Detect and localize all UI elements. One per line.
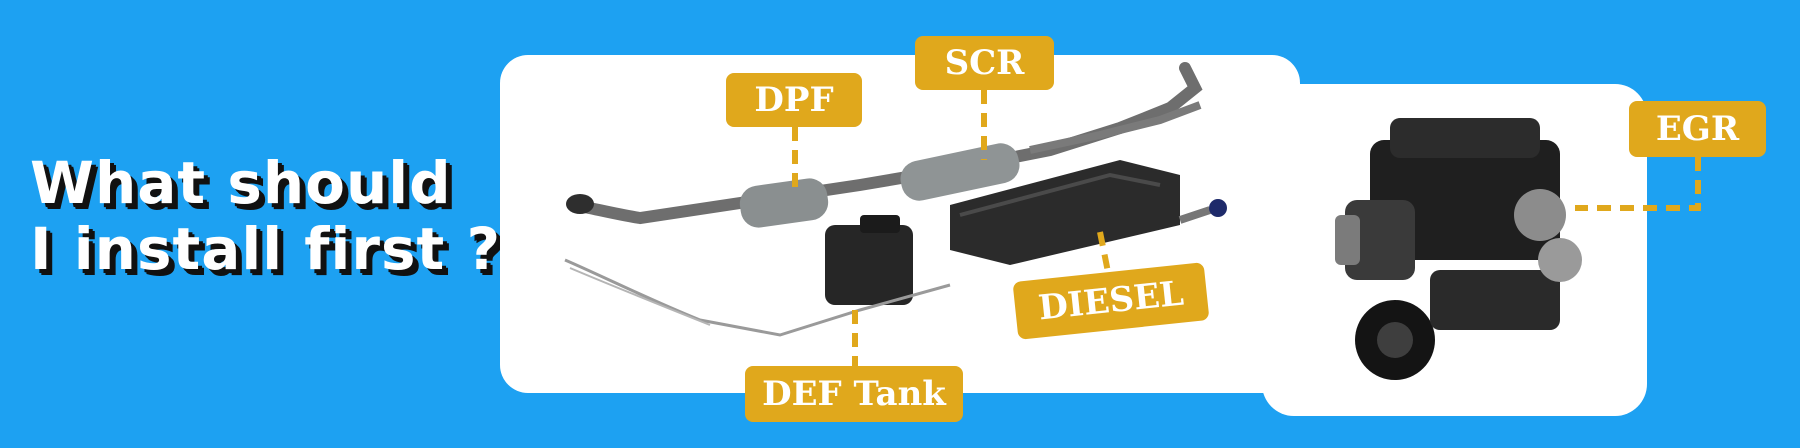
headline: What should I install first ? bbox=[30, 149, 502, 283]
diesel-connector bbox=[1097, 231, 1111, 273]
scr-label: SCR bbox=[915, 36, 1054, 90]
def-tank-label: DEF Tank bbox=[745, 366, 963, 422]
egr-connector bbox=[1575, 157, 1701, 211]
headline-line-1: What should bbox=[30, 149, 452, 217]
exhaust-system-illustration bbox=[564, 62, 1227, 337]
engine-illustration bbox=[1335, 118, 1582, 380]
egr-label: EGR bbox=[1629, 101, 1766, 157]
headline-line-2: I install first ? bbox=[30, 215, 502, 283]
dpf-label: DPF bbox=[726, 73, 862, 127]
connector-lines bbox=[792, 90, 1701, 366]
